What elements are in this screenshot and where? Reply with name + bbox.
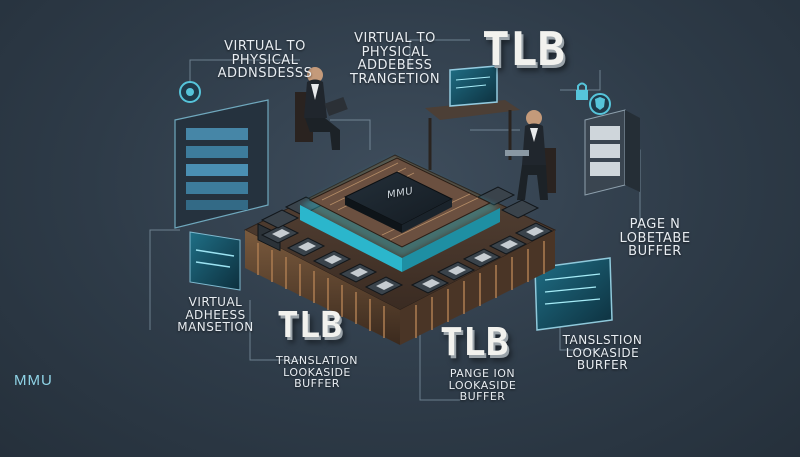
label-bottom-right: TANSLSTION LOOKASIDE BURFER bbox=[562, 333, 643, 373]
label-left: VIRTUAL ADHEESS MANSETION bbox=[177, 295, 254, 335]
person-right bbox=[505, 110, 556, 200]
mmu-caption: MMU bbox=[14, 372, 53, 389]
mmu-chip bbox=[308, 157, 492, 248]
label-right: PAGE N LOBETABE BUFFER bbox=[619, 217, 691, 260]
label-top-right-tlb: TLB bbox=[482, 22, 566, 76]
label-bottom-left-sub: TRANSLATION LOOKASIDE BUFFER bbox=[275, 354, 359, 391]
label-top-center: VIRTUAL TO PHYSICAL ADDEBESS TRANGETION bbox=[349, 31, 441, 87]
shield-icon bbox=[589, 93, 611, 115]
module-row-front-right bbox=[410, 222, 554, 294]
lock-icon bbox=[576, 82, 588, 100]
right-monitor bbox=[534, 257, 613, 331]
label-bottom-center-tlb: TLB bbox=[440, 320, 509, 364]
cpu-cloud-icon bbox=[179, 81, 201, 103]
module-row-front-left bbox=[260, 224, 404, 296]
label-top-left: VIRTUAL TO PHYSICAL ADDNSDESSS bbox=[217, 39, 313, 82]
server-rack bbox=[584, 109, 640, 196]
label-bottom-center-sub: PANGE ION LOOKASIDE BUFFER bbox=[448, 367, 517, 404]
label-bottom-left-tlb: TLB bbox=[277, 305, 343, 346]
person-left bbox=[295, 67, 348, 150]
desk-laptop bbox=[425, 65, 520, 170]
left-server-panel bbox=[174, 99, 269, 229]
left-screen-panel bbox=[189, 231, 241, 291]
